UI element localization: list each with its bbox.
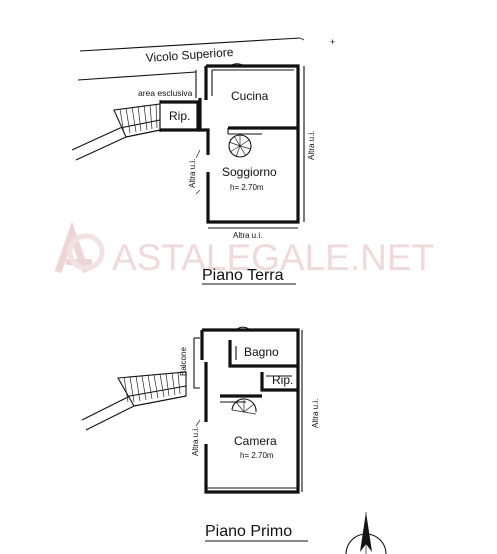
first-neighbor-left: Altra u.i. <box>191 427 200 456</box>
ground-rip-label: Rip. <box>169 109 190 123</box>
first-floor-title: Piano Primo <box>205 523 292 540</box>
first-bathroom-label: Bagno <box>244 345 279 359</box>
first-bedroom-label: Camera <box>234 434 277 448</box>
watermark: ASTALEGALE.NET <box>54 221 434 278</box>
first-bedroom-height: h= 2.70m <box>240 451 274 460</box>
ground-floor-exterior-stairs: area esclusiva <box>71 88 193 161</box>
ground-living-label: Soggiorno <box>222 165 277 179</box>
corner-mark: + <box>330 37 335 47</box>
ground-spiral-stair-icon <box>228 134 252 158</box>
exclusive-area-label: area esclusiva <box>138 88 193 98</box>
ground-living-height: h= 2.70m <box>230 183 264 192</box>
ground-floor-rip-room: Rip. <box>159 100 200 132</box>
ground-neighbor-left: Altra u.i. <box>188 159 197 188</box>
watermark-logo-icon <box>54 221 105 274</box>
first-neighbor-right: Altra u.i. <box>311 399 320 428</box>
first-floor-exterior-stairs <box>81 371 187 431</box>
first-spiral-stair-icon <box>231 398 257 415</box>
ground-kitchen-label: Cucina <box>231 89 269 103</box>
street-label: Vicolo Superiore <box>145 45 234 65</box>
street-vicolo-superiore: Vicolo Superiore + <box>77 37 335 81</box>
ground-neighbor-right: Altra u.i. <box>307 131 316 160</box>
ground-floor-walls <box>195 63 305 229</box>
watermark-text: ASTALEGALE.NET <box>112 237 434 278</box>
north-arrow-icon <box>345 512 387 554</box>
first-floor-walls <box>193 326 303 494</box>
ground-floor-title: Piano Terra <box>202 267 284 284</box>
first-rip-label: Rip. <box>272 373 293 387</box>
first-balcony-label: Balcone <box>179 347 188 376</box>
ground-neighbor-bottom: Altra u.i. <box>233 231 262 240</box>
